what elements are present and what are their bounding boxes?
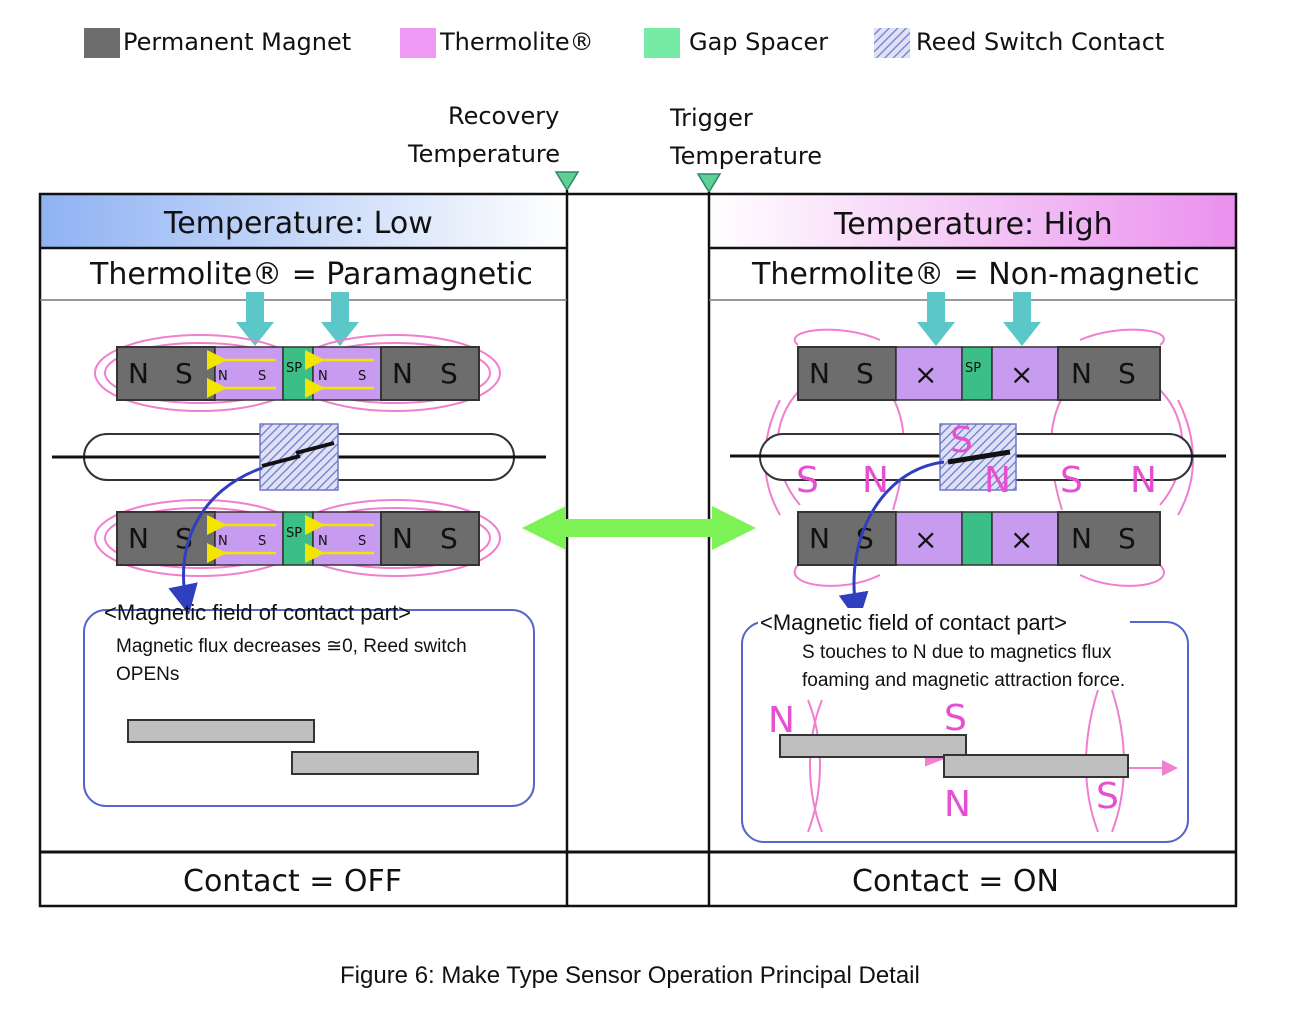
low-lower-thermo-n: N — [218, 534, 228, 549]
low-upper-spacer-label: SP — [286, 361, 302, 376]
low-upper-thermo-s: S — [258, 369, 266, 384]
low-upper-thermo2-s: S — [358, 369, 366, 384]
thermolite-swatch — [400, 28, 436, 58]
high-magnet-assembly-upper: N S × SP × N S — [797, 346, 1161, 401]
high-upper-s: S — [856, 357, 874, 390]
high-detail-pole-n-left: N — [768, 700, 795, 741]
high-reed-switch — [730, 423, 1226, 491]
low-field-box-line1: Magnetic flux decreases ≅0, Reed switch — [116, 636, 467, 657]
low-field-box-title: <Magnetic field of contact part> — [104, 600, 411, 625]
low-lower-thermo-s: S — [258, 534, 266, 549]
high-upper-spacer-label: SP — [965, 361, 981, 376]
legend: Permanent Magnet Thermolite® Gap Spacer … — [84, 28, 1164, 58]
low-upper-s: S — [175, 357, 193, 390]
high-pole-n-2: N — [984, 460, 1011, 501]
recovery-label-line1: Recovery — [448, 102, 559, 130]
trigger-label-line2: Temperature — [669, 142, 822, 170]
high-contact-state: Contact = ON — [852, 864, 1059, 899]
high-lower-cross-right: × — [1010, 523, 1033, 556]
low-lower-n: N — [128, 522, 149, 555]
trigger-marker-triangle — [696, 173, 722, 194]
high-magnet-assembly-lower: N S × × N S — [797, 511, 1161, 566]
low-heat-arrows — [236, 292, 359, 346]
low-upper-thermo2-n: N — [318, 369, 328, 384]
high-panel-diagram: N S × SP × N S S N S N S N N S — [730, 292, 1226, 843]
low-reed-switch — [52, 423, 546, 491]
high-field-box-line2: foaming and magnetic attraction force. — [802, 670, 1125, 691]
transition-double-arrow — [522, 506, 756, 550]
high-lower-s2: S — [1118, 522, 1136, 555]
legend-label-gap-spacer: Gap Spacer — [689, 28, 828, 56]
low-lower-s: S — [175, 522, 193, 555]
low-lower-thermo2-s: S — [358, 534, 366, 549]
low-magnet-assembly-lower: N S N S SP N S N S — [116, 511, 480, 566]
high-lower-n2: N — [1071, 522, 1092, 555]
temperature-markers: Recovery Temperature Trigger Temperature — [407, 102, 822, 194]
high-lower-s: S — [856, 522, 874, 555]
low-field-box — [83, 609, 535, 807]
high-upper-cross-left: × — [914, 358, 937, 391]
high-callout-arrow — [838, 460, 945, 623]
high-detail-pole-n-bottom: N — [944, 784, 971, 825]
table-frame — [38, 190, 1238, 908]
high-pole-s-1: S — [796, 460, 819, 501]
permanent-magnet-swatch — [84, 28, 120, 58]
low-field-box-line2: OPENs — [116, 664, 179, 685]
low-panel-diagram: N S N S SP N S N S — [52, 292, 546, 807]
high-reed-blade-left — [779, 734, 967, 758]
recovery-label-line2: Temperature — [407, 140, 560, 168]
low-reed-blade-right — [291, 751, 479, 775]
gap-spacer-swatch — [644, 28, 680, 58]
low-callout-arrow — [168, 466, 263, 615]
high-state-label: Thermolite® = Non-magnetic — [751, 257, 1200, 292]
high-upper-n2: N — [1071, 357, 1092, 390]
low-upper-n2: N — [392, 357, 413, 390]
legend-label-reed-switch-contact: Reed Switch Contact — [916, 28, 1164, 56]
high-temperature-header: Temperature: High — [833, 207, 1113, 242]
low-magnet-assembly-upper: N S N S SP N S N S — [116, 346, 480, 401]
high-pole-s-3: S — [1060, 460, 1083, 501]
low-lower-thermo2-n: N — [318, 534, 328, 549]
figure-caption: Figure 6: Make Type Sensor Operation Pri… — [340, 962, 920, 989]
low-contact-state: Contact = OFF — [183, 864, 402, 899]
high-heat-arrows — [917, 292, 1041, 346]
low-temperature-header: Temperature: Low — [163, 206, 433, 241]
low-upper-n: N — [128, 357, 149, 390]
high-lower-n: N — [809, 522, 830, 555]
high-upper-s2: S — [1118, 357, 1136, 390]
trigger-label-line1: Trigger — [669, 104, 753, 132]
high-reed-blade-right — [943, 754, 1129, 778]
low-lower-spacer-label: SP — [286, 526, 302, 541]
high-upper-n: N — [809, 357, 830, 390]
recovery-marker-triangle — [554, 171, 580, 192]
low-lower-n2: N — [392, 522, 413, 555]
low-upper-s2: S — [440, 357, 458, 390]
low-upper-thermo-n: N — [218, 369, 228, 384]
high-lower-cross-left: × — [914, 523, 937, 556]
high-detail-pole-s-top: S — [944, 698, 967, 739]
high-pole-s-2: S — [950, 420, 973, 461]
legend-label-thermolite: Thermolite® — [439, 28, 594, 56]
low-reed-blade-left — [127, 719, 315, 743]
high-detail-pole-s-right: S — [1096, 776, 1119, 817]
high-field-box-title: <Magnetic field of contact part> — [760, 610, 1067, 635]
high-upper-cross-right: × — [1010, 358, 1033, 391]
reed-contact-hatch-swatch — [874, 28, 910, 58]
high-field-box-line1: S touches to N due to magnetics flux — [802, 642, 1112, 663]
low-lower-s2: S — [440, 522, 458, 555]
high-pole-n-3: N — [1130, 460, 1157, 501]
legend-label-permanent-magnet: Permanent Magnet — [123, 28, 351, 56]
low-state-label: Thermolite® = Paramagnetic — [89, 257, 533, 292]
